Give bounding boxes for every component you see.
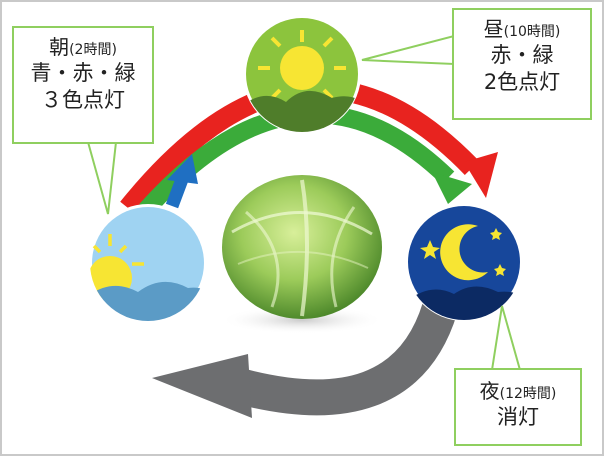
night-name: 夜 — [479, 379, 500, 403]
gray-arrowhead — [152, 354, 252, 418]
day-duration: (10時間) — [503, 24, 561, 40]
morning-mode: ３色点灯 — [41, 88, 125, 113]
morning-lights: 青・赤・緑 — [30, 61, 136, 85]
day-name: 昼 — [483, 17, 504, 41]
morning-callout-pointer — [86, 141, 118, 215]
moon-stars-icon — [405, 203, 523, 321]
night-callout-pointer — [490, 305, 522, 371]
night-duration: (12時間) — [499, 386, 557, 402]
morning-title: 朝(2時間) — [14, 34, 152, 60]
night-mode: 消灯 — [497, 405, 539, 429]
morning-name: 朝 — [49, 35, 70, 59]
cabbage-image — [222, 175, 382, 319]
blue-arrowhead — [167, 154, 198, 184]
day-callout: 昼(10時間) 赤・緑 2色点灯 — [452, 8, 592, 120]
morning-callout: 朝(2時間) 青・赤・緑 ３色点灯 — [12, 26, 154, 144]
sun-icon — [243, 15, 361, 133]
green-arrowhead — [432, 172, 472, 204]
morning-sun-icon — [89, 204, 207, 322]
morning-duration: (2時間) — [69, 42, 117, 58]
day-lights: 赤・緑 — [490, 43, 554, 67]
day-title: 昼(10時間) — [454, 16, 590, 42]
gray-arc-arrow — [227, 302, 458, 416]
cabbage-shadow — [220, 306, 384, 334]
night-callout: 夜(12時間) 消灯 — [454, 368, 582, 446]
day-mode: 2色点灯 — [483, 70, 561, 95]
day-callout-pointer — [361, 34, 455, 66]
red-arrowhead — [464, 152, 498, 198]
night-title: 夜(12時間) — [456, 378, 580, 404]
